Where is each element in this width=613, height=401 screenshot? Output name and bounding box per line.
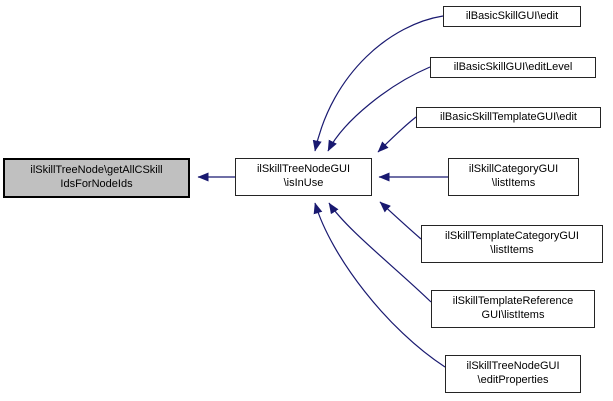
graph-node-caller-template-edit[interactable]: ilBasicSkillTemplateGUI\edit [416,107,601,128]
edge-caller5-to-center [328,202,432,303]
edge-caller2-to-center [377,116,417,153]
edge-caller1-to-center [327,66,431,152]
graph-node-caller-category-listitems[interactable]: ilSkillCategoryGUI \listItems [448,158,579,196]
graph-node-target: ilSkillTreeNode\getAllCSkill IdsForNodeI… [3,158,190,198]
graph-node-caller-edit[interactable]: ilBasicSkillGUI\edit [443,6,581,27]
edge-caller4-to-center [379,201,422,240]
graph-node-caller-editproperties[interactable]: ilSkillTreeNodeGUI \editProperties [445,355,581,393]
graph-node-caller-templatereference-listitems[interactable]: ilSkillTemplateReference GUI\listItems [431,290,595,328]
graph-node-center[interactable]: ilSkillTreeNodeGUI \isInUse [235,158,372,196]
edge-caller0-to-center [312,15,444,152]
graph-node-caller-editlevel[interactable]: ilBasicSkillGUI\editLevel [430,57,596,78]
edge-caller6-to-center [313,202,446,368]
graph-node-caller-templatecategory-listitems[interactable]: ilSkillTemplateCategoryGUI \listItems [421,225,603,263]
